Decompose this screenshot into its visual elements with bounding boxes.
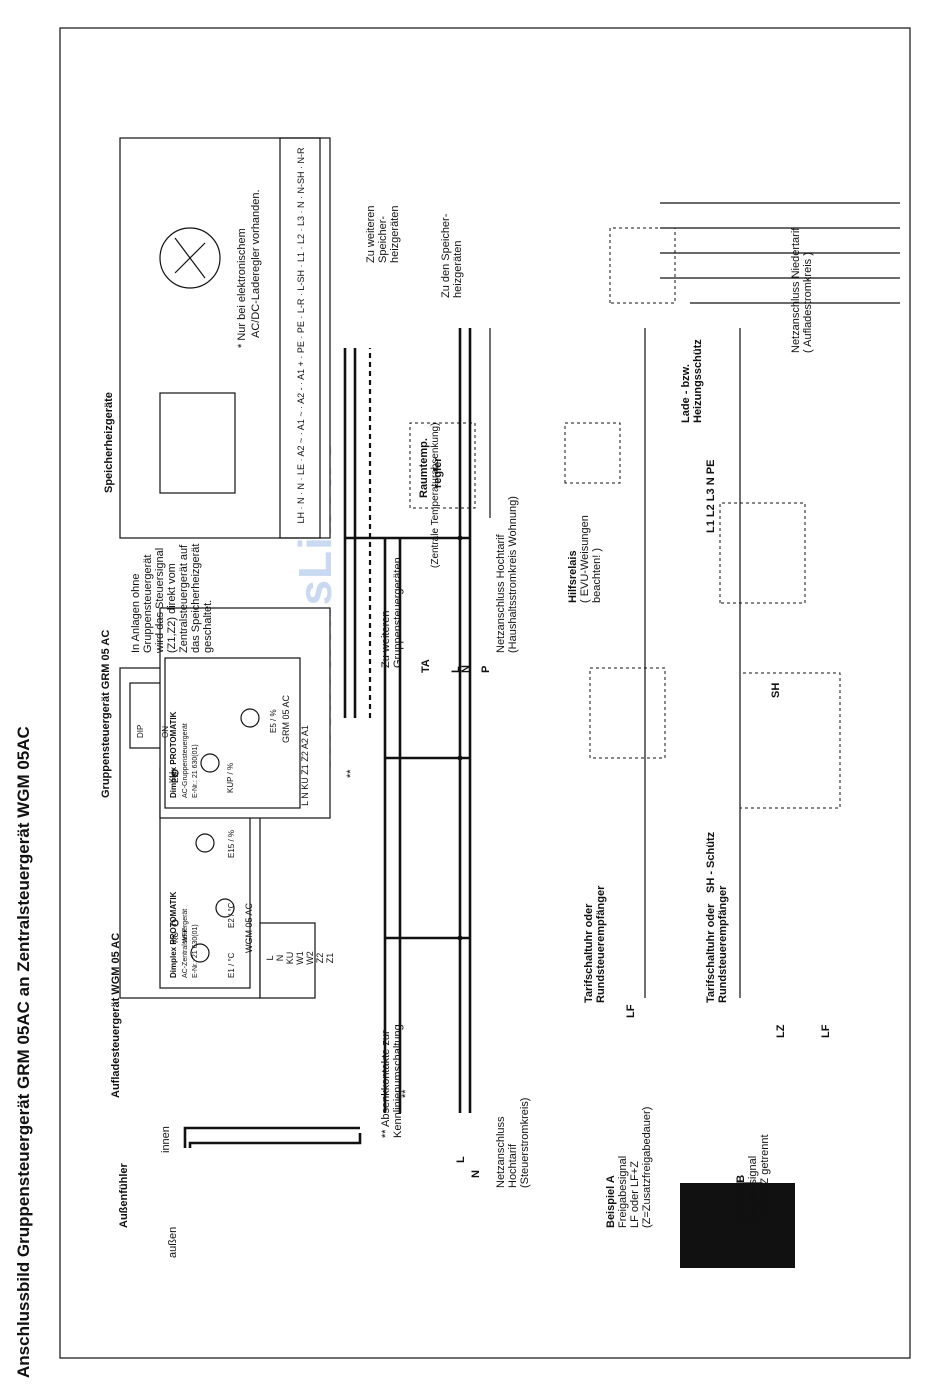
grm-knob-1 (200, 753, 220, 773)
mains-night-label: Netzanschluss Niedertarif( Aufladestromk… (790, 227, 814, 353)
tariff-a-lf: LF (625, 1004, 637, 1018)
grm-title: Gruppensteuergerät GRM 05 AC (100, 629, 112, 798)
wgm-knob-3 (195, 833, 215, 853)
wgm-knob-2 (215, 898, 235, 918)
wgm-wff-label: WFF (182, 927, 189, 943)
page-frame (59, 27, 911, 1359)
mains-n: N (470, 1170, 482, 1178)
storage-note-2: AC/DC-Laderegler vorhanden. (250, 189, 262, 338)
outdoor-sensor-inside: innen (160, 1126, 172, 1153)
room-controller-title-1: Raumtemp. (418, 438, 430, 498)
storage-fan-circle (159, 227, 221, 289)
tariff-b-lf: LF (820, 1024, 832, 1038)
storage-terminal-strip (279, 137, 321, 539)
wgm-model: WGM 05 AC (244, 902, 254, 953)
mains-living-label: Netzanschluss Hochtarif(Haushaltsstromkr… (495, 496, 519, 653)
storage-note-1: * Nur bei elektronischem (236, 228, 248, 348)
to-storage: Zu den Speicher-heizgeräten (440, 213, 464, 298)
room-ta: TA (420, 659, 432, 673)
tariff-b-box (739, 672, 841, 809)
tariff-a-box (589, 667, 666, 759)
grm-knob2-label: E5 / % (269, 709, 278, 733)
grm-brand: Dimplex PROTOMATIK (169, 711, 178, 798)
load-contactor-box (609, 227, 676, 304)
outdoor-sensor-outside: außen (167, 1226, 179, 1258)
grm-knob-2 (240, 708, 260, 728)
room-night-setback: (Zentrale Temperaturabsenkung) (430, 422, 441, 568)
grm-panel (164, 657, 301, 809)
wgm-knob2-label: E2 / °C (227, 902, 236, 928)
tariff-b-lz: LZ (775, 1024, 787, 1038)
aux-relay-box (564, 422, 621, 484)
grm-knob1-label: KUP / % (226, 762, 235, 793)
outdoor-sensor-window (736, 1182, 763, 1219)
setback-marker-2: ** (345, 769, 357, 778)
storage-title: Speicherheizgeräte (103, 392, 115, 493)
grm-ku-label: KU (168, 771, 177, 783)
sh-label: SH (770, 682, 782, 698)
wgm-terminal-strip (259, 922, 316, 999)
wgm-dip-label: DIP (136, 724, 145, 738)
wgm-ku-led (171, 919, 179, 927)
grm-model: GRM 05 AC (281, 694, 291, 743)
sensor-cable-2 (188, 1133, 362, 1148)
grm-terminals: L N KU Z1 Z2 A2 A1 (300, 725, 310, 806)
storage-core (159, 392, 236, 494)
load-contactor-label: Lade - bzw.Heizungsschütz (680, 339, 704, 423)
phase-labels: L1 L2 L3 N PE (705, 459, 717, 533)
sh-contactor-box (719, 502, 806, 604)
sh-contactor-label: SH - Schütz (705, 831, 717, 893)
room-controller (409, 422, 476, 509)
setback-marker-1: ** (400, 1089, 412, 1098)
storage-terminals: LH · N · N · LE · A2 ~ · A1 ~ · A2 - · A… (296, 147, 306, 524)
room-n: N (460, 665, 472, 673)
outdoor-sensor-title: Außenfühler (118, 1163, 130, 1228)
grm-enr: E-Nr.: 21 630(01) (192, 744, 199, 798)
wgm-knob1-label: E1 / °C (227, 952, 236, 978)
wgm-title: Aufladesteuergerät WGM 05 AC (110, 932, 122, 1098)
wgm-knob-1 (190, 943, 210, 963)
room-p: P (480, 665, 492, 673)
grm-ku-led (171, 769, 179, 777)
sensor-cable (183, 1126, 360, 1148)
wgm-knob3-label: E15 / % (227, 829, 236, 858)
mains-l: L (455, 1156, 467, 1163)
outdoor-sensor-body (680, 1183, 795, 1268)
